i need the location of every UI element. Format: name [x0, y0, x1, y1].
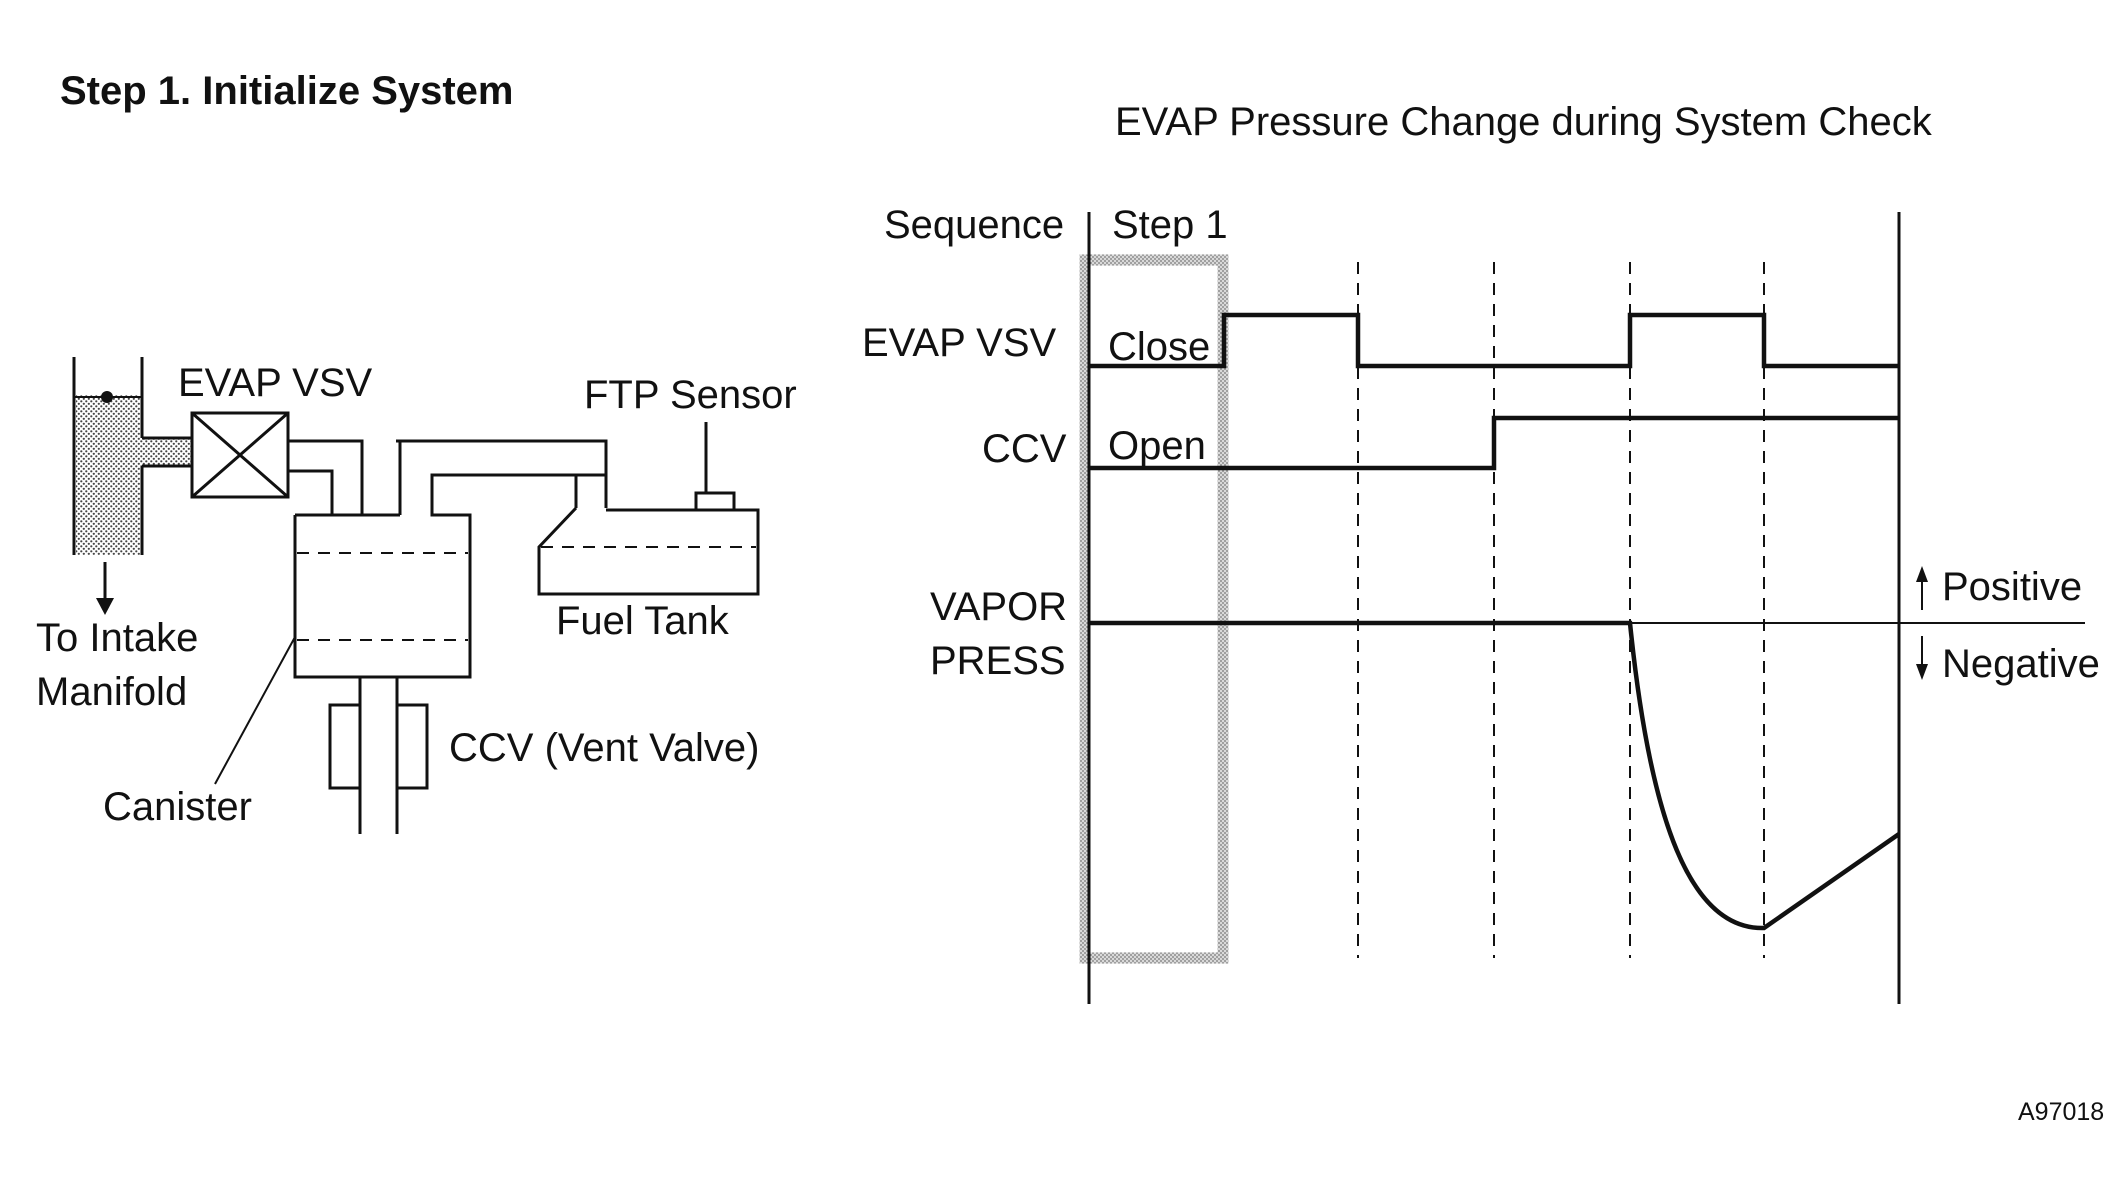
negative-label: Negative [1942, 642, 2100, 686]
chart-title: EVAP Pressure Change during System Check [1115, 100, 1933, 144]
sequence-label: Sequence [884, 203, 1064, 247]
figure-id: A97018 [2018, 1098, 2104, 1126]
evap-vsv-signal-trace [1089, 312, 1899, 369]
purge-pipe-inner [288, 469, 334, 515]
step-1-highlight [1079, 254, 1229, 964]
vapor-press-label-line1: VAPOR [930, 585, 1067, 629]
vapor-press-trace [1089, 620, 1901, 931]
ccv-signal-trace [1089, 415, 1899, 471]
intake-manifold [72, 357, 192, 615]
ccv-state-note: Open [1108, 424, 1206, 468]
ccv-vent-valve-label: CCV (Vent Valve) [449, 726, 760, 770]
tank-pipe-inner [430, 473, 578, 515]
fuel-tank [537, 506, 760, 596]
evap-vsv-valve [190, 411, 290, 499]
ftp-sensor [694, 422, 736, 512]
vapor-press-label-line2: PRESS [930, 639, 1066, 683]
tank-pipe-outer [398, 439, 608, 515]
ftp-sensor-label: FTP Sensor [584, 373, 797, 417]
step-1-label: Step 1 [1112, 203, 1228, 247]
evap-schematic: EVAP VSV FTP Sensor To Intake Manifold F… [36, 357, 797, 834]
canister-pointer-line [214, 636, 296, 785]
section-heading: Step 1. Initialize System [60, 69, 514, 113]
to-intake-label: To Intake [36, 616, 198, 660]
fuel-tank-label: Fuel Tank [556, 599, 730, 643]
timing-chart: EVAP Pressure Change during System Check… [862, 100, 2100, 1004]
arrow-up-icon [1916, 566, 1928, 582]
manifold-label: Manifold [36, 670, 187, 714]
fluid-level-dot [101, 391, 113, 403]
canister-label: Canister [103, 785, 252, 829]
evap-vsv-state-note: Close [1108, 325, 1210, 369]
evap-vsv-label: EVAP VSV [178, 361, 373, 405]
evap-vsv-row-label: EVAP VSV [862, 321, 1057, 365]
ccv-vent-valve [328, 677, 429, 834]
ccv-row-label: CCV [982, 427, 1067, 471]
arrow-down-icon [1916, 664, 1928, 680]
purge-pipe-outer [288, 439, 364, 515]
positive-label: Positive [1942, 565, 2082, 609]
arrow-down-icon [96, 598, 114, 615]
